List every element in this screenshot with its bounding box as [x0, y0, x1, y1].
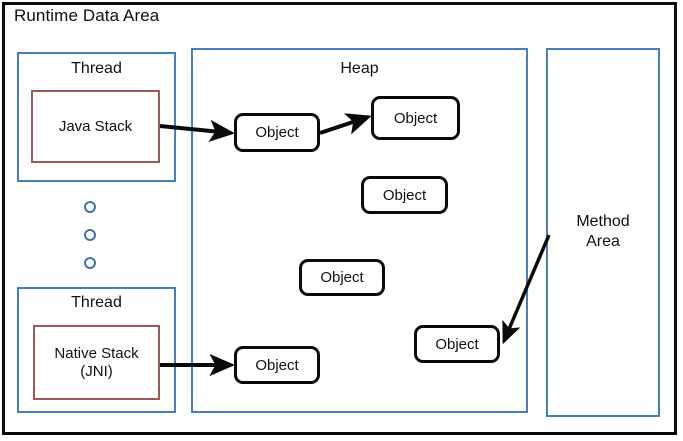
method-area-label-line1: Method: [576, 213, 630, 230]
native-stack-label-line2: (JNI): [80, 362, 113, 380]
ellipsis-dot-1: [84, 201, 96, 213]
method-area-label: Method Area: [546, 212, 660, 252]
thread-region-top-label: Thread: [71, 60, 122, 77]
object-box-1: Object: [234, 113, 320, 152]
method-area-region: [546, 48, 660, 417]
heap-region-label: Heap: [340, 60, 379, 77]
object-box-5: Object: [414, 325, 500, 363]
object-box-3: Object: [361, 176, 448, 214]
object-box-4: Object: [299, 259, 385, 296]
page-title: Runtime Data Area: [14, 6, 160, 25]
native-stack-box: Native Stack (JNI): [33, 325, 160, 400]
ellipsis-dot-2: [84, 229, 96, 241]
thread-region-bottom-label: Thread: [71, 294, 122, 311]
ellipsis-dot-3: [84, 257, 96, 269]
object-box-2: Object: [371, 96, 460, 140]
method-area-label-line2: Area: [586, 233, 620, 250]
native-stack-label-line1: Native Stack: [54, 345, 139, 363]
object-box-6: Object: [234, 346, 320, 384]
java-stack-box: Java Stack: [31, 90, 160, 163]
